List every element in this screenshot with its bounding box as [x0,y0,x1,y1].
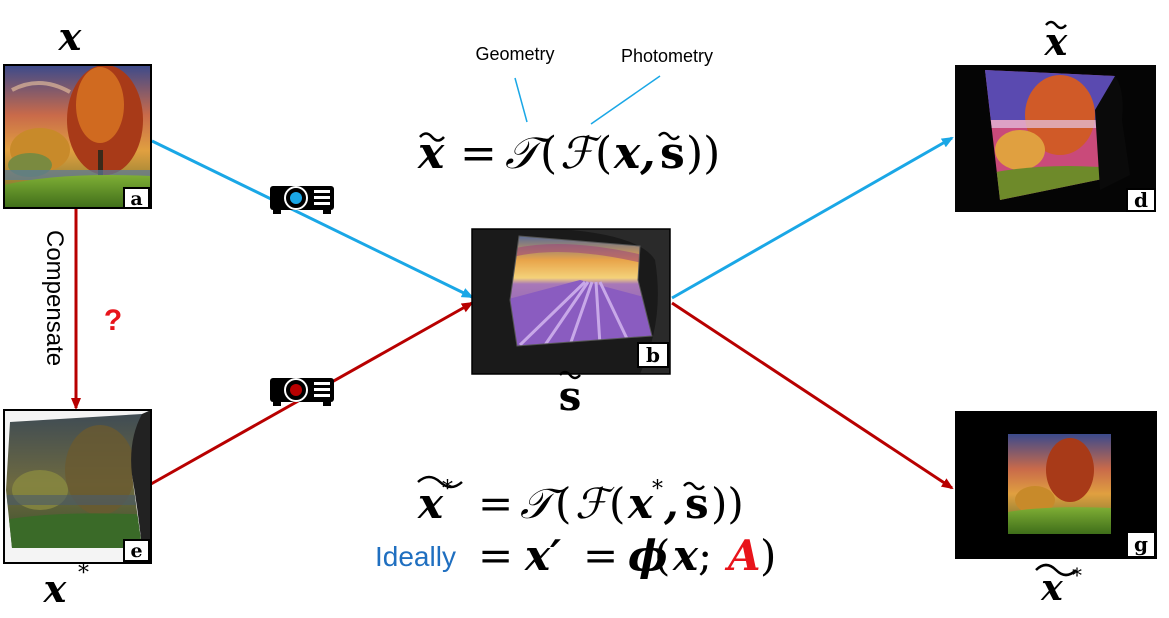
photometry-callout-line [590,75,661,125]
svg-text:x,: x, [613,128,656,179]
svg-text:(: ( [654,531,670,580]
svg-text:)): )) [686,128,720,179]
image-a-original [3,64,152,209]
symbol-x-star: x * [43,561,89,611]
svg-text:A: A [724,531,761,580]
svg-text:*: * [652,477,663,502]
svg-text:s: s [685,479,709,528]
image-b-surface [471,228,671,375]
svg-text:x: x [417,479,444,528]
svg-text:s: s [559,373,582,420]
svg-text:x: x [627,479,654,528]
symbol-x: x [58,14,83,59]
geometry-label: Geometry [475,44,554,64]
svg-text:x′: x′ [524,531,561,580]
svg-text:): ) [760,531,776,580]
svg-text:x: x [1040,567,1063,609]
svg-text:*: * [78,561,89,586]
svg-text:=: = [478,531,513,580]
svg-text:(: ( [609,479,625,528]
equation-ideal: Ideally = x′ = ϕ ( x ; A ) [375,531,776,580]
svg-text:=: = [460,128,497,179]
svg-text:(: ( [595,128,612,179]
geometry-callout-line [514,77,528,123]
arrow-b-to-g [671,301,954,490]
svg-text:a: a [130,188,142,210]
symbol-x-tilde: x [1044,19,1069,64]
svg-text:=: = [583,531,618,580]
equation-compensated: x * = 𝒯 ( ℱ ( x * , s )) [417,475,744,528]
ideally-label: Ideally [375,541,456,572]
projector-icon [270,186,334,214]
svg-text:x: x [672,531,699,580]
projector-icon [270,378,334,406]
arrow-a-to-b [151,139,474,299]
svg-text:s: s [660,128,685,179]
badge-g: g [1126,531,1156,558]
svg-text:g: g [1134,532,1148,556]
compensate-label: Compensate [41,230,68,366]
svg-text:e: e [130,540,142,562]
svg-text:b: b [646,343,660,367]
image-d-uncompensated [955,65,1156,212]
symbol-x-star-tilde: x * [1035,563,1082,609]
svg-text:x: x [43,566,68,611]
svg-text:)): )) [711,479,744,528]
question-mark: ? [104,304,122,337]
badge-d: d [1126,188,1156,212]
symbol-s-tilde: s [559,370,582,420]
photometry-label: Photometry [621,46,713,66]
svg-text:(: ( [555,479,571,528]
svg-text:=: = [478,479,513,528]
badge-a: a [123,187,150,210]
image-g-compensated-result [955,411,1157,559]
svg-text:*: * [442,477,453,502]
equation-uncompensated: x = 𝒯 ( ℱ ( x, s )) [417,128,720,179]
svg-text:*: * [1072,563,1082,587]
svg-text:,: , [663,479,679,528]
arrow-b-to-d [671,136,954,300]
badge-e: e [123,539,150,562]
svg-text:;: ; [698,531,712,580]
badge-b: b [637,342,669,368]
svg-text:ϕ: ϕ [628,531,668,580]
image-e-compensated [3,409,152,564]
svg-text:(: ( [540,128,557,179]
svg-text:d: d [1134,188,1148,212]
